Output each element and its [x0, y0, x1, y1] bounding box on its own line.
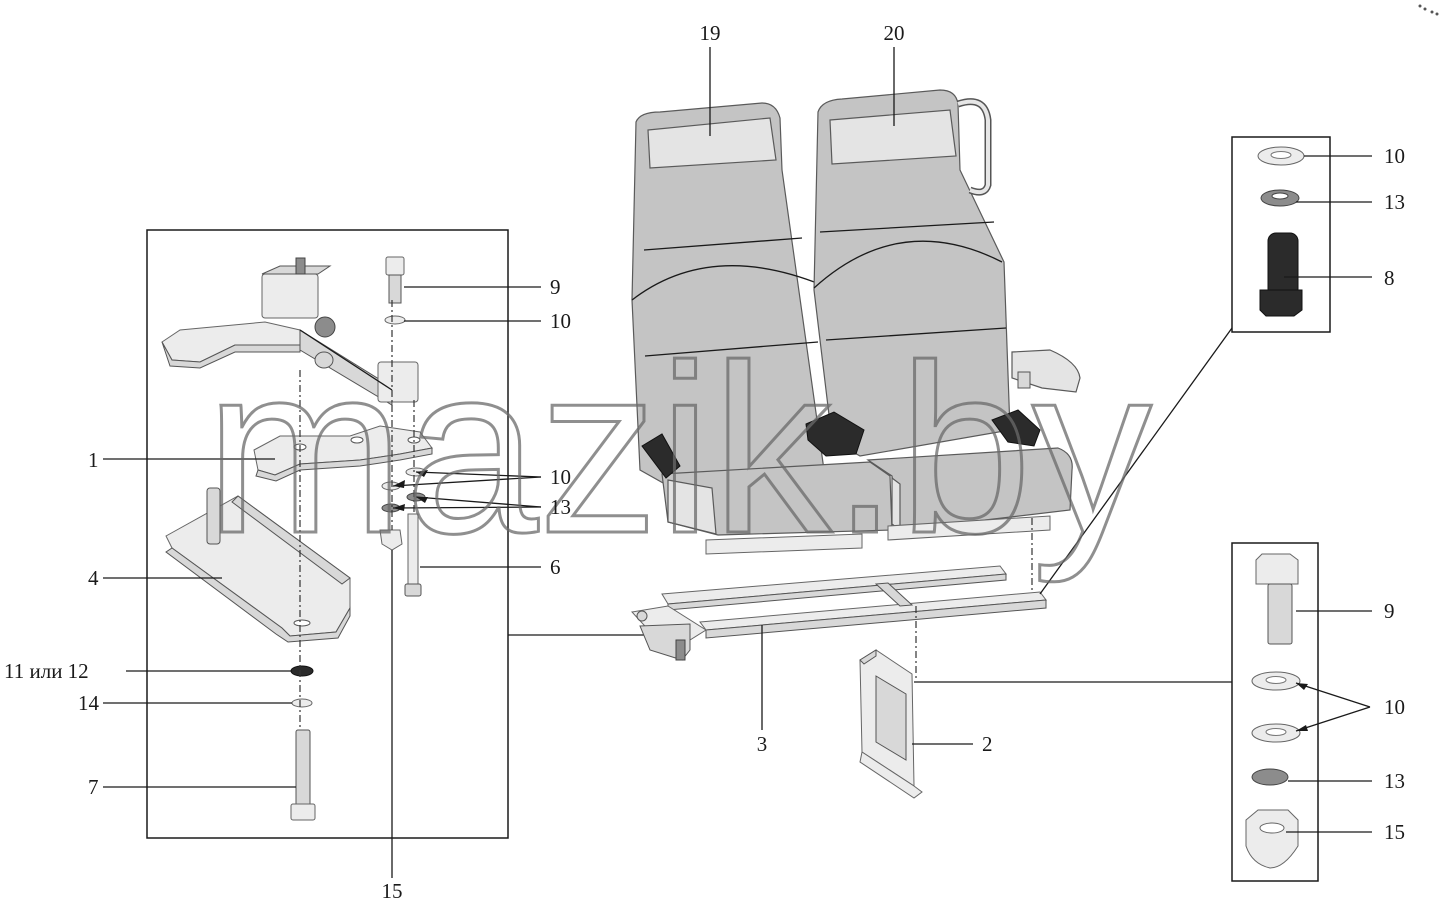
- frame-3-drawing: [631, 565, 1047, 661]
- connector-right-top: [1039, 327, 1233, 595]
- label-9-left: 9: [550, 275, 561, 299]
- corner-mark: [1418, 4, 1439, 16]
- fasteners-bottom-drawing: [1245, 553, 1301, 869]
- leader-10-rb-a: [1295, 682, 1371, 708]
- rail-4-drawing: [165, 487, 351, 643]
- callout-labels: 19 20 10 13 8 9 10 1 10 13 6 4 11 или 12…: [4, 21, 1405, 903]
- fasteners-top-drawing: [1257, 146, 1305, 317]
- label-13-rt: 13: [1384, 190, 1405, 214]
- label-8: 8: [1384, 266, 1395, 290]
- bolt-7-drawing: [290, 665, 316, 821]
- label-14: 14: [78, 691, 100, 715]
- label-9-rt: 9: [1384, 599, 1395, 623]
- leader-10-mid-a: [392, 476, 542, 487]
- label-3: 3: [757, 732, 768, 756]
- label-7: 7: [88, 775, 99, 799]
- label-19: 19: [700, 21, 721, 45]
- label-11-12: 11 или 12: [4, 659, 89, 683]
- label-2: 2: [982, 732, 993, 756]
- leader-10-mid-b: [415, 471, 542, 478]
- leader-13-mid-a: [392, 506, 542, 509]
- label-10-rb: 10: [1384, 695, 1405, 719]
- label-10-top: 10: [550, 309, 571, 333]
- label-20: 20: [884, 21, 905, 45]
- label-15-left: 15: [382, 879, 403, 903]
- label-1: 1: [88, 448, 99, 472]
- bolt-9-left-drawing: [384, 256, 406, 325]
- upper-bracket-drawing: [161, 257, 419, 406]
- label-4: 4: [88, 566, 99, 590]
- double-seat-drawing: [631, 89, 1081, 555]
- label-6: 6: [550, 555, 561, 579]
- right-bottom-frame: [1231, 542, 1319, 882]
- leader-10-rb-b: [1295, 706, 1371, 732]
- label-13-rb: 13: [1384, 769, 1405, 793]
- bracket-2-drawing: [859, 649, 923, 799]
- watermark: mazik.by: [205, 315, 1152, 583]
- right-top-frame: [1231, 136, 1331, 333]
- label-15-rb: 15: [1384, 820, 1405, 844]
- label-10-rt: 10: [1384, 144, 1405, 168]
- leader-13-mid-b: [415, 496, 542, 508]
- label-13-mid: 13: [550, 495, 571, 519]
- label-10-mid: 10: [550, 465, 571, 489]
- left-detail-frame: [146, 229, 509, 839]
- arrowheads: [393, 470, 1308, 731]
